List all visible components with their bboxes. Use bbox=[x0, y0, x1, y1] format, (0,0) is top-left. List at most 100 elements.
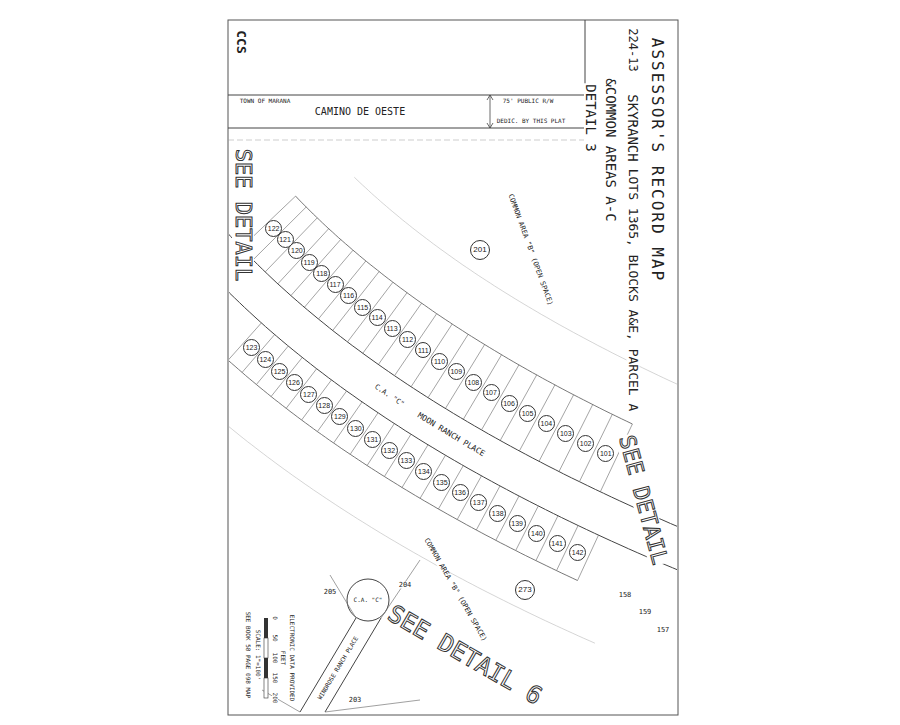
lot-circle: 141 bbox=[549, 535, 566, 552]
map-label: 205 bbox=[323, 589, 338, 596]
lot-line bbox=[482, 365, 519, 430]
lot-line bbox=[271, 357, 302, 396]
map-label: 204 bbox=[398, 582, 413, 589]
lot-circle: 110 bbox=[431, 353, 448, 370]
lot-circle: 136 bbox=[452, 484, 469, 501]
lot-circle: 128 bbox=[316, 397, 333, 414]
map-label: 158 bbox=[618, 592, 633, 599]
lot-line bbox=[253, 207, 306, 260]
lot-number: 104 bbox=[541, 420, 553, 427]
lot-line bbox=[519, 385, 555, 451]
lot-line bbox=[278, 229, 329, 284]
lot-circle: 142 bbox=[569, 544, 586, 561]
lot-number: 110 bbox=[434, 358, 445, 365]
lot-line bbox=[286, 369, 317, 409]
lot-line bbox=[463, 355, 501, 420]
map-label: ELECTRONIC DATA PROVIDED bbox=[289, 614, 295, 703]
row-line bbox=[228, 128, 585, 129]
row-line bbox=[228, 95, 585, 96]
lot-number: 123 bbox=[246, 344, 258, 351]
lot-number: 117 bbox=[330, 281, 341, 288]
lot-number: 118 bbox=[316, 270, 327, 277]
lot-circle: 132 bbox=[381, 442, 398, 459]
map-label: DEDIC. BY THIS PLAT bbox=[496, 118, 567, 124]
lot-circle: 114 bbox=[369, 309, 386, 326]
lot-line bbox=[229, 323, 261, 360]
lot-line bbox=[411, 324, 452, 387]
map-label: FEET bbox=[280, 650, 286, 666]
map-label: 75' PUBLIC R/W bbox=[502, 98, 555, 104]
map-label: CAMINO DE OESTE bbox=[314, 107, 406, 117]
lot-circle: 102 bbox=[577, 435, 594, 452]
lot-circle: 111 bbox=[415, 342, 431, 358]
map-label: 157 bbox=[656, 627, 671, 634]
road-edge bbox=[229, 239, 677, 587]
boundary-line bbox=[228, 140, 585, 141]
lot-circle: 109 bbox=[448, 363, 465, 380]
lot-line bbox=[229, 360, 578, 580]
lot-number: 129 bbox=[334, 413, 346, 420]
lot-number: 115 bbox=[357, 304, 368, 311]
lot-circle: 105 bbox=[519, 405, 536, 422]
lot-circle: 138 bbox=[489, 505, 506, 522]
lot-number: 142 bbox=[572, 549, 584, 556]
lot-number: 116 bbox=[343, 292, 354, 299]
lot-circle: 127 bbox=[300, 386, 317, 403]
lot-circle: 125 bbox=[271, 363, 288, 380]
lot-circle: 126 bbox=[286, 374, 303, 391]
map-label: C.A. "C" bbox=[372, 383, 406, 409]
lot-circle: 137 bbox=[470, 494, 487, 511]
lot-number: 109 bbox=[450, 368, 462, 375]
lot-circle: 139 bbox=[509, 515, 526, 532]
lot-line bbox=[262, 560, 420, 712]
lot-line bbox=[291, 240, 341, 296]
road-edge bbox=[229, 213, 677, 549]
lot-circle: 273 bbox=[515, 580, 535, 600]
lot-number: 114 bbox=[372, 314, 383, 321]
map-label: SCALE: 1"=100' bbox=[255, 629, 261, 682]
map-label: 0 bbox=[272, 615, 278, 621]
lot-line bbox=[428, 334, 468, 397]
lot-number: 201 bbox=[473, 246, 486, 254]
lot-circle: 135 bbox=[433, 474, 450, 491]
map-label: 50 bbox=[272, 633, 278, 642]
lot-number: 135 bbox=[436, 479, 448, 486]
map-label: &COMMON AREAS A-C bbox=[604, 77, 618, 222]
lot-circle: 101 bbox=[597, 445, 614, 462]
lot-circle: 106 bbox=[501, 395, 518, 412]
map-title: ASSESSOR'S RECORD MAP bbox=[649, 37, 665, 283]
lot-circle: 104 bbox=[538, 415, 555, 432]
lot-number: 107 bbox=[485, 389, 497, 396]
map-label: LOTS 1365, BLOCKS A&E, PARCEL A bbox=[627, 168, 640, 413]
lot-circle: 115 bbox=[354, 299, 371, 316]
lot-number: 111 bbox=[418, 347, 429, 354]
sheet-border bbox=[228, 20, 678, 715]
map-label: COMMON AREA "B" (OPEN SPACE) bbox=[506, 192, 554, 307]
lot-circle: 122 bbox=[265, 220, 282, 237]
lot-number: 134 bbox=[418, 468, 430, 475]
map-label: DETAIL 3 bbox=[584, 83, 598, 152]
lot-circle: 129 bbox=[331, 408, 348, 425]
lot-number: 105 bbox=[522, 410, 534, 417]
lot-number: 128 bbox=[318, 402, 330, 409]
lot-circle: 133 bbox=[398, 452, 415, 469]
lot-number: 102 bbox=[580, 440, 592, 447]
map-label: SEE DETAIL bbox=[615, 432, 671, 568]
lot-number: 121 bbox=[279, 236, 291, 243]
lot-line bbox=[256, 346, 288, 385]
lot-number: 122 bbox=[268, 225, 280, 232]
lot-number: 136 bbox=[454, 489, 466, 496]
lot-number: 106 bbox=[503, 400, 515, 407]
lot-number: 120 bbox=[291, 247, 303, 254]
map-label: SEE BOOK 58 PAGE 098 MAP bbox=[245, 611, 251, 700]
lot-number: 112 bbox=[402, 336, 413, 343]
lot-circle: 108 bbox=[465, 374, 482, 391]
lot-circle: 103 bbox=[557, 425, 574, 442]
map-label: C.A. "C" bbox=[353, 597, 384, 603]
map-label: TOWN OF MARANA bbox=[239, 98, 292, 104]
lot-number: 130 bbox=[350, 425, 362, 432]
lot-number: 101 bbox=[600, 450, 612, 457]
lot-number: 108 bbox=[468, 379, 480, 386]
lot-number: 119 bbox=[304, 259, 315, 266]
